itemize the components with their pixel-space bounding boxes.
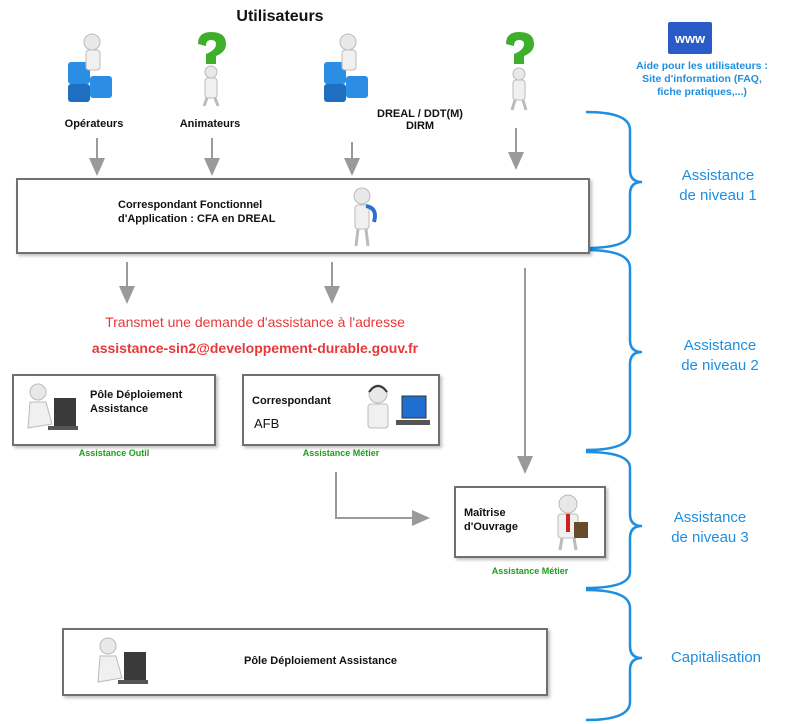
businessman-user-icon bbox=[548, 492, 598, 557]
level-2-label: Assistance de niveau 2 bbox=[681, 337, 759, 374]
maitrise-ouvrage-text: Maîtrise d'Ouvrage bbox=[464, 507, 518, 533]
level-3-label: Assistance de niveau 3 bbox=[671, 509, 749, 546]
bottom-pole-text: Pôle Déploiement Assistance bbox=[244, 655, 398, 667]
correspondant-afb: AFB bbox=[254, 416, 280, 431]
brace-level-1 bbox=[585, 110, 643, 250]
cfa-box: Correspondant Fonctionnel d'Application … bbox=[16, 178, 590, 254]
question-user-icon bbox=[186, 32, 236, 111]
level-1-label: Assistance de niveau 1 bbox=[679, 167, 757, 204]
laptop-user-icon bbox=[18, 380, 80, 443]
correspondant-box: Correspondant AFB bbox=[242, 374, 440, 446]
caption-assistance-metier-2: Assistance Métier bbox=[491, 566, 569, 576]
phone-user-icon bbox=[344, 186, 384, 253]
diagram-title: Utilisateurs bbox=[236, 8, 324, 25]
puzzle-user-icon bbox=[318, 32, 380, 111]
svg-text:www: www bbox=[674, 31, 706, 46]
pole-deploiement-text: Pôle Déploiement Assistance bbox=[90, 389, 183, 415]
user-label-operateurs: Opérateurs bbox=[64, 118, 124, 130]
pole-deploiement-box: Pôle Déploiement Assistance bbox=[12, 374, 216, 446]
www-icon: www bbox=[668, 22, 712, 59]
brace-level-3 bbox=[585, 450, 643, 590]
headset-user-icon bbox=[356, 380, 434, 445]
caption-assistance-outil: Assistance Outil bbox=[78, 448, 150, 458]
assistance-email: assistance-sin2@developpement-durable.go… bbox=[91, 340, 419, 356]
transmit-text: Transmet une demande d'assistance à l'ad… bbox=[105, 314, 405, 330]
caption-assistance-metier-1: Assistance Métier bbox=[302, 448, 380, 458]
maitrise-ouvrage-box: Maîtrise d'Ouvrage bbox=[454, 486, 606, 558]
arrow-corr-moa bbox=[335, 472, 430, 526]
puzzle-user-icon bbox=[62, 32, 124, 111]
cfa-box-text: Correspondant Fonctionnel d'Application … bbox=[118, 199, 276, 225]
user-label-animateurs: Animateurs bbox=[179, 118, 241, 130]
level-braces bbox=[585, 110, 643, 722]
bottom-pole-box: Pôle Déploiement Assistance bbox=[62, 628, 548, 696]
help-text: Aide pour les utilisateurs : Site d'info… bbox=[636, 60, 768, 98]
brace-capitalisation bbox=[585, 588, 643, 722]
correspondant-title: Correspondant bbox=[252, 395, 331, 407]
laptop-user-icon bbox=[88, 634, 150, 695]
question-user-icon bbox=[494, 32, 544, 117]
brace-level-2 bbox=[585, 248, 643, 452]
user-label-dreal: DREAL / DDT(M) DIRM bbox=[377, 108, 463, 132]
capitalisation-label: Capitalisation bbox=[670, 649, 762, 666]
